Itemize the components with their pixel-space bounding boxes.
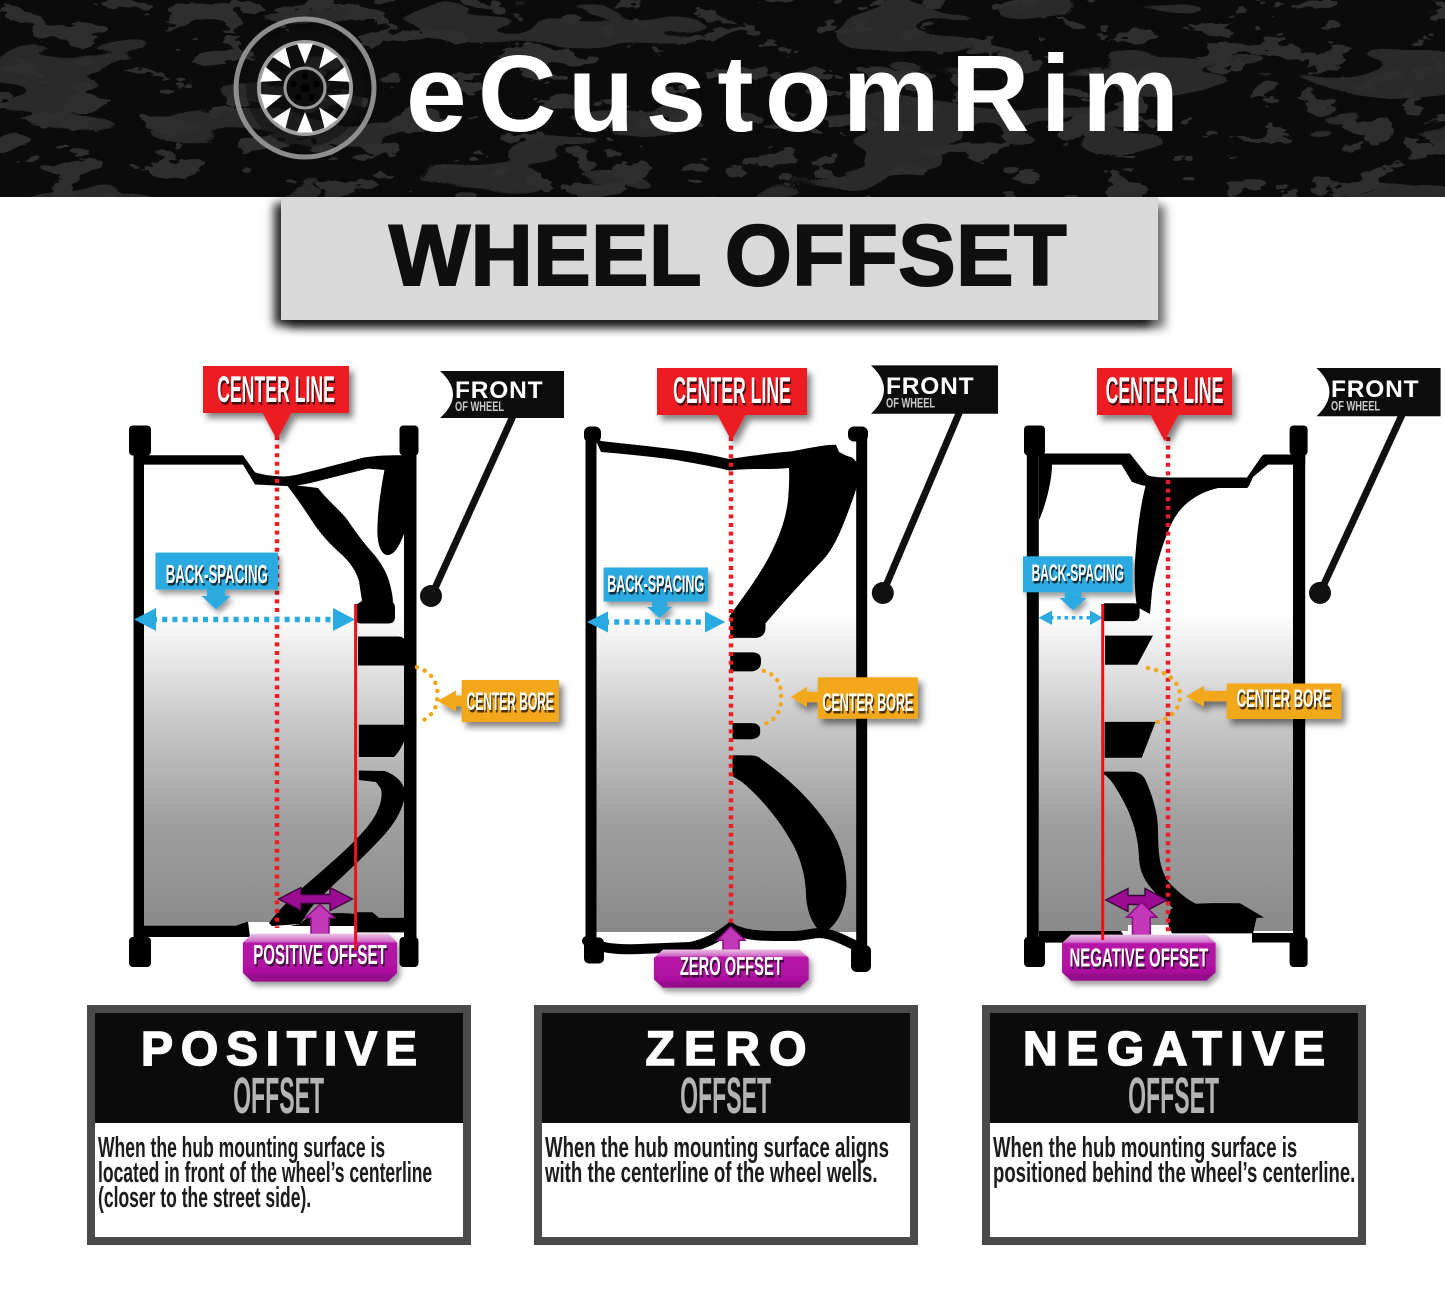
svg-text:CENTER BORE: CENTER BORE bbox=[822, 689, 913, 717]
svg-text:FRONT: FRONT bbox=[886, 373, 974, 400]
svg-text:ZERO OFFSET: ZERO OFFSET bbox=[681, 955, 784, 983]
svg-text:CENTER LINE: CENTER LINE bbox=[217, 370, 335, 411]
svg-text:CENTER LINE: CENTER LINE bbox=[218, 373, 336, 414]
svg-text:BACK-SPACING: BACK-SPACING bbox=[167, 563, 269, 592]
svg-text:OF WHEEL: OF WHEEL bbox=[886, 397, 935, 411]
svg-text:CENTER LINE: CENTER LINE bbox=[674, 374, 792, 415]
svg-text:POSITIVE OFFSET: POSITIVE OFFSET bbox=[253, 939, 387, 970]
svg-text:BACK-SPACING: BACK-SPACING bbox=[1032, 561, 1124, 588]
svg-text:BACK-SPACING: BACK-SPACING bbox=[1033, 563, 1125, 590]
svg-text:CENTER LINE: CENTER LINE bbox=[1107, 374, 1225, 415]
svg-text:NEGATIVE OFFSET: NEGATIVE OFFSET bbox=[1070, 944, 1209, 972]
svg-text:CENTER BORE: CENTER BORE bbox=[824, 692, 915, 720]
svg-text:NEGATIVE OFFSET: NEGATIVE OFFSET bbox=[1071, 947, 1210, 975]
svg-text:BACK-SPACING: BACK-SPACING bbox=[607, 572, 704, 598]
svg-text:CENTER BORE: CENTER BORE bbox=[1237, 686, 1332, 714]
svg-text:FRONT: FRONT bbox=[455, 377, 543, 404]
svg-text:CENTER LINE: CENTER LINE bbox=[673, 371, 791, 412]
svg-text:BACK-SPACING: BACK-SPACING bbox=[166, 560, 268, 589]
svg-text:CENTER BORE: CENTER BORE bbox=[467, 688, 554, 716]
svg-text:CENTER LINE: CENTER LINE bbox=[1106, 371, 1224, 412]
svg-text:OF WHEEL: OF WHEEL bbox=[1331, 400, 1380, 414]
svg-text:BACK-SPACING: BACK-SPACING bbox=[609, 574, 706, 600]
svg-text:CENTER BORE: CENTER BORE bbox=[468, 691, 555, 719]
svg-text:POSITIVE OFFSET: POSITIVE OFFSET bbox=[255, 942, 389, 973]
svg-text:FRONT: FRONT bbox=[1331, 376, 1419, 403]
svg-text:CENTER BORE: CENTER BORE bbox=[1238, 688, 1333, 716]
svg-text:OF WHEEL: OF WHEEL bbox=[455, 401, 504, 415]
svg-text:ZERO OFFSET: ZERO OFFSET bbox=[680, 953, 783, 981]
